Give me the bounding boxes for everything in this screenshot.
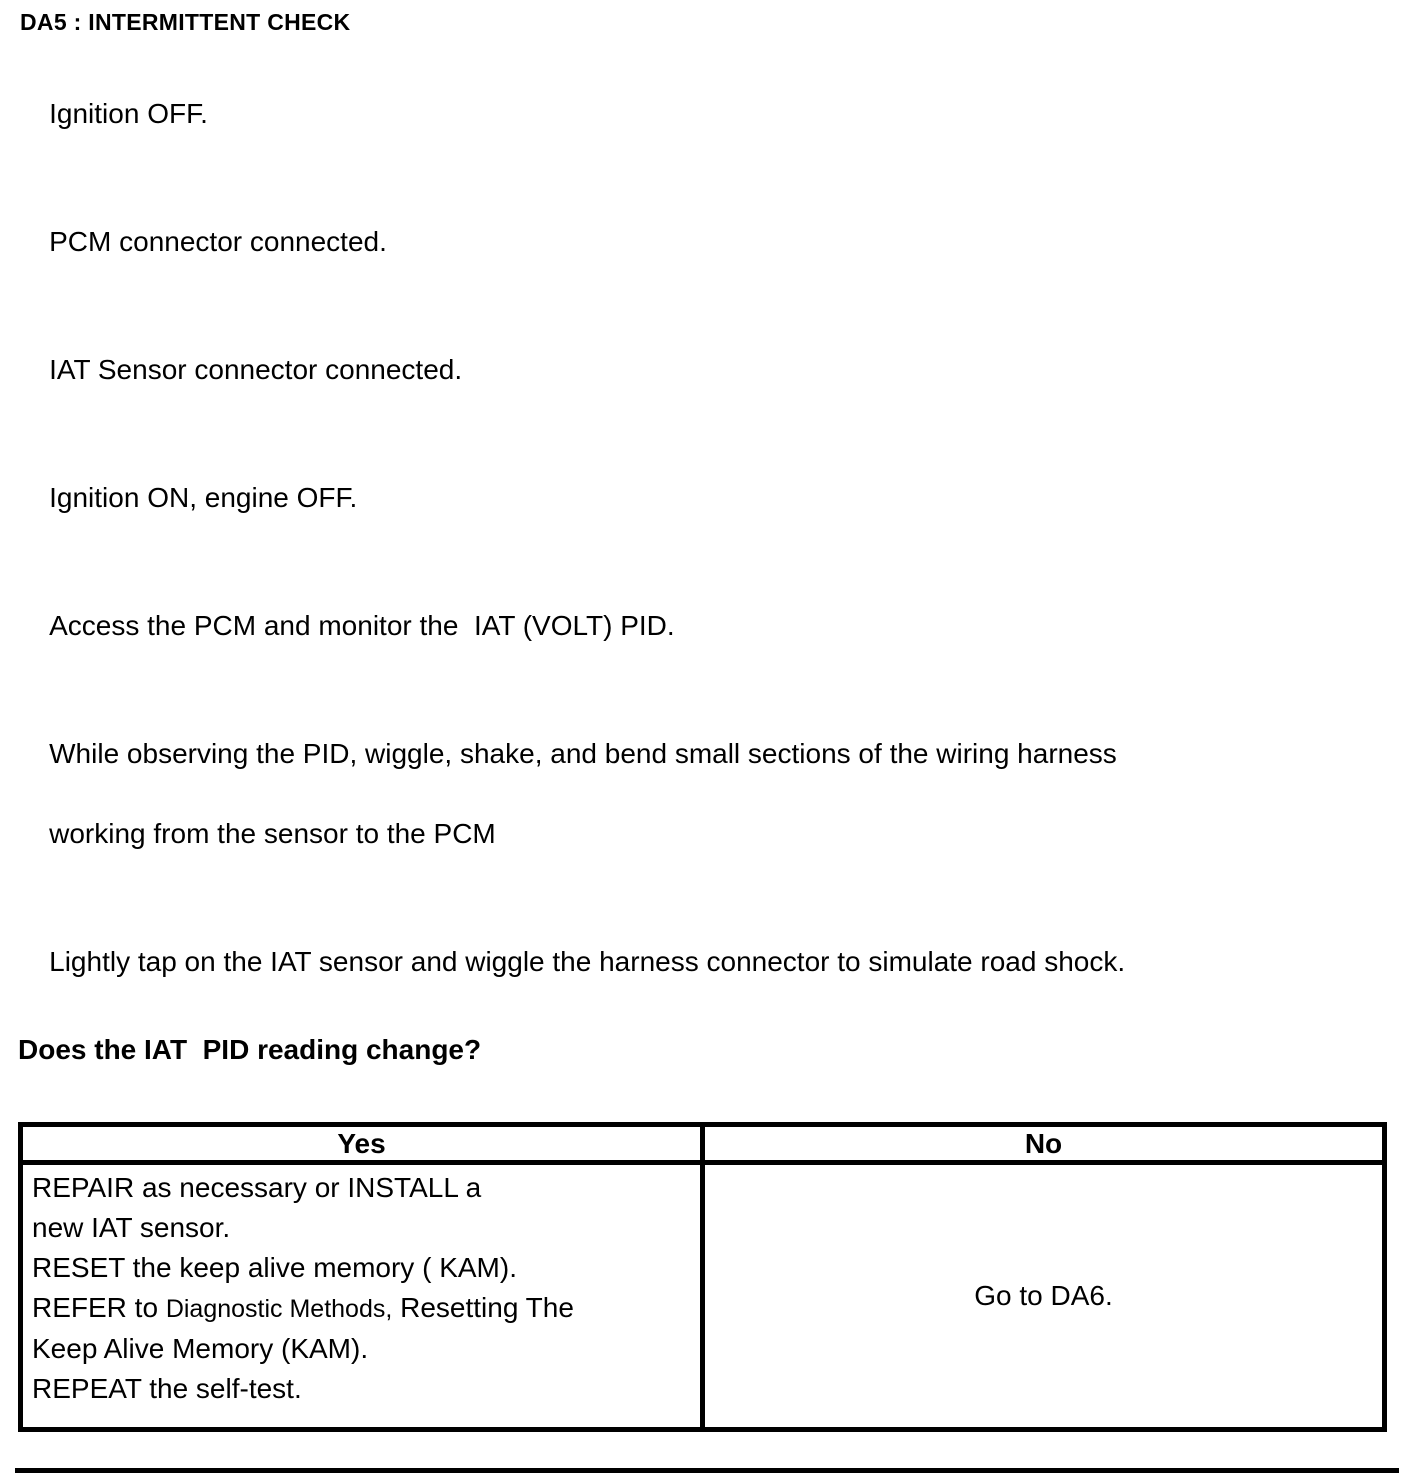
step-iat-connector: IAT Sensor connector connected. [18, 310, 1388, 430]
refer-suffix: Resetting The [392, 1292, 574, 1323]
result-row: REPAIR as necessary or INSTALL a new IAT… [18, 1160, 1387, 1432]
step-text: Ignition ON, engine OFF. [49, 482, 358, 513]
yes-action-line: REPAIR as necessary or INSTALL a [32, 1172, 482, 1203]
step-text-line-1: While observing the PID, wiggle, shake, … [49, 738, 1117, 769]
yes-action-line: Keep Alive Memory (KAM). [32, 1333, 369, 1364]
step-tap-sensor: Lightly tap on the IAT sensor and wiggle… [18, 902, 1388, 1022]
procedure-title: DA5 : INTERMITTENT CHECK [20, 9, 351, 35]
step-ignition-off: Ignition OFF. [18, 54, 1388, 174]
header-row: Yes No [18, 1122, 1387, 1165]
refer-prefix: REFER to [32, 1292, 166, 1323]
step-text: Lightly tap on the IAT sensor and wiggle… [49, 946, 1126, 977]
step-ignition-on: Ignition ON, engine OFF. [18, 438, 1388, 558]
yes-action-line-refer: REFER to Diagnostic Methods, Resetting T… [32, 1288, 694, 1329]
step-text: Ignition OFF. [49, 98, 208, 129]
no-column-header: No [700, 1122, 1387, 1165]
yes-column-header: Yes [18, 1122, 705, 1165]
step-text-line-2: working from the sensor to the PCM [49, 818, 496, 849]
result-table-header: Yes No [18, 1122, 1387, 1165]
yes-action-line: new IAT sensor. [32, 1212, 231, 1243]
step-text: PCM connector connected. [49, 226, 387, 257]
step-access-pcm: Access the PCM and monitor the IAT (VOLT… [18, 566, 1388, 686]
yes-action-line: REPEAT the self-test. [32, 1373, 302, 1404]
result-table-body: REPAIR as necessary or INSTALL a new IAT… [18, 1160, 1387, 1432]
refer-reference-name: Diagnostic Methods, [165, 1295, 393, 1323]
decision-question: Does the IAT PID reading change? [18, 1034, 482, 1065]
step-pcm-connector: PCM connector connected. [18, 182, 1388, 302]
step-text: IAT Sensor connector connected. [49, 354, 463, 385]
yes-no-result-table: Yes No REPAIR as necessary or INSTALL a … [18, 1122, 1387, 1432]
no-action-cell: Go to DA6. [700, 1160, 1387, 1432]
step-text: Access the PCM and monitor the IAT (VOLT… [49, 610, 675, 641]
page-bottom-divider [15, 1468, 1399, 1473]
yes-action-cell: REPAIR as necessary or INSTALL a new IAT… [18, 1160, 705, 1432]
step-wiggle-harness: While observing the PID, wiggle, shake, … [18, 694, 1388, 894]
yes-action-line: RESET the keep alive memory ( KAM). [32, 1252, 517, 1283]
